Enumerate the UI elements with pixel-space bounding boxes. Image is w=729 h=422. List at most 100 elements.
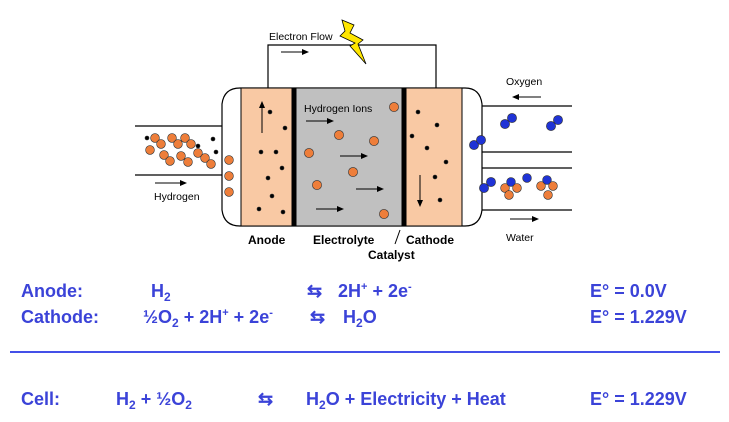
hydrogen-atom — [224, 171, 234, 181]
cell-reactants: H2 + ½O2 — [116, 389, 192, 412]
electron — [437, 197, 443, 203]
electron — [213, 149, 219, 155]
hydrogen-atom — [186, 139, 196, 149]
hydrogen-atom — [193, 148, 203, 158]
cathode-electrode — [403, 87, 463, 227]
hydrogen-arrowhead — [180, 180, 187, 186]
hydrogen-atom — [156, 139, 166, 149]
hydrogen-ions-label: Hydrogen Ions — [304, 103, 372, 115]
cell-products: H2O + Electricity + Heat — [306, 389, 506, 412]
anode-electron-arrowhead — [259, 101, 265, 108]
cathode-equilibrium-arrow: ⇆ — [310, 307, 326, 327]
oxygen-atom — [476, 135, 486, 145]
hydrogen-atom — [180, 133, 190, 143]
electron — [282, 125, 288, 131]
hydrogen-atom — [165, 156, 175, 166]
electron-flow-label: Electron Flow — [269, 31, 333, 43]
oxygen-atom — [553, 115, 563, 125]
cathode-product: H2O — [343, 307, 377, 330]
water-atom — [504, 190, 514, 200]
hydrogen-atom — [183, 157, 193, 167]
water-atom — [542, 175, 552, 185]
hydrogen-ion — [389, 102, 399, 112]
water-atom — [543, 190, 553, 200]
cell-equilibrium-arrow: ⇆ — [258, 389, 274, 409]
electron — [265, 175, 271, 181]
electron — [195, 143, 201, 149]
hydrogen-label: Hydrogen — [154, 191, 200, 203]
particles-group — [144, 102, 563, 219]
anode-potential: E° = 0.0V — [590, 281, 667, 301]
section-divider — [10, 351, 720, 353]
water-atom — [512, 183, 522, 193]
fuel-cell-diagram: Electron Flow Hydrogen Oxygen Water Hydr… — [135, 19, 572, 262]
anode-equilibrium-arrow: ⇆ — [307, 281, 323, 301]
electron — [144, 135, 150, 141]
catalyst-label: Catalyst — [368, 248, 415, 262]
lightning-icon — [339, 19, 367, 65]
ion-arrowhead — [377, 186, 384, 192]
oxygen-atom — [500, 119, 510, 129]
oxygen-atom — [507, 113, 517, 123]
electron — [280, 209, 286, 215]
oxygen-atom — [469, 140, 479, 150]
hydrogen-atom — [145, 145, 155, 155]
water-atom — [506, 177, 516, 187]
hydrogen-atom — [167, 133, 177, 143]
anode-label: Anode — [248, 233, 286, 247]
water-atom — [500, 183, 510, 193]
hydrogen-ion — [312, 180, 322, 190]
cathode-label: Cathode — [406, 233, 454, 247]
cathode-reactants: ½O2 + 2H+ + 2e- — [143, 307, 273, 330]
hydrogen-ion — [369, 136, 379, 146]
catalyst-pointer — [394, 229, 401, 245]
hydrogen-atom — [206, 159, 216, 169]
hydrogen-atom — [150, 133, 160, 143]
water-atom — [536, 181, 546, 191]
hydrogen-atom — [159, 150, 169, 160]
anode-reactant: H2 — [151, 281, 171, 304]
hydrogen-ion — [379, 209, 389, 219]
electron — [424, 145, 430, 151]
hydrogen-atom — [224, 155, 234, 165]
ion-arrowhead — [327, 118, 334, 124]
electron — [258, 149, 264, 155]
water-atom — [522, 173, 532, 183]
external-circuit-wire — [267, 44, 437, 88]
cathode-potential: E° = 1.229V — [590, 307, 687, 327]
anode-electrode — [240, 87, 295, 227]
anode-products: 2H+ + 2e- — [338, 281, 412, 301]
cell-potential: E° = 1.229V — [590, 389, 687, 409]
hydrogen-ion — [348, 167, 358, 177]
water-atom — [548, 181, 558, 191]
electron — [267, 109, 273, 115]
oxygen-label: Oxygen — [506, 76, 542, 88]
electron-flow-arrowhead — [302, 49, 309, 55]
cathode-electron-arrowhead — [417, 200, 423, 207]
hydrogen-atom — [176, 151, 186, 161]
electron — [432, 174, 438, 180]
water-label: Water — [506, 232, 534, 244]
electron — [256, 206, 262, 212]
ion-arrowhead — [361, 153, 368, 159]
electrolyte-membrane — [293, 87, 405, 227]
anode-reaction-label: Anode: — [21, 281, 83, 301]
electron — [409, 133, 415, 139]
electron — [273, 149, 279, 155]
hydrogen-atom — [173, 139, 183, 149]
electrolyte-label: Electrolyte — [313, 233, 375, 247]
cell-reaction-label: Cell: — [21, 389, 61, 409]
electron — [269, 193, 275, 199]
cathode-reaction-label: Cathode: — [21, 307, 99, 327]
electron — [443, 159, 449, 165]
oxygen-atom — [546, 121, 556, 131]
electron — [210, 136, 216, 142]
electron — [415, 109, 421, 115]
electron — [279, 165, 285, 171]
water-arrowhead — [532, 216, 539, 222]
ion-arrowhead — [337, 206, 344, 212]
hydrogen-ion — [334, 130, 344, 140]
oxygen-arrowhead — [512, 94, 519, 100]
electron — [434, 122, 440, 128]
hydrogen-atom — [224, 187, 234, 197]
